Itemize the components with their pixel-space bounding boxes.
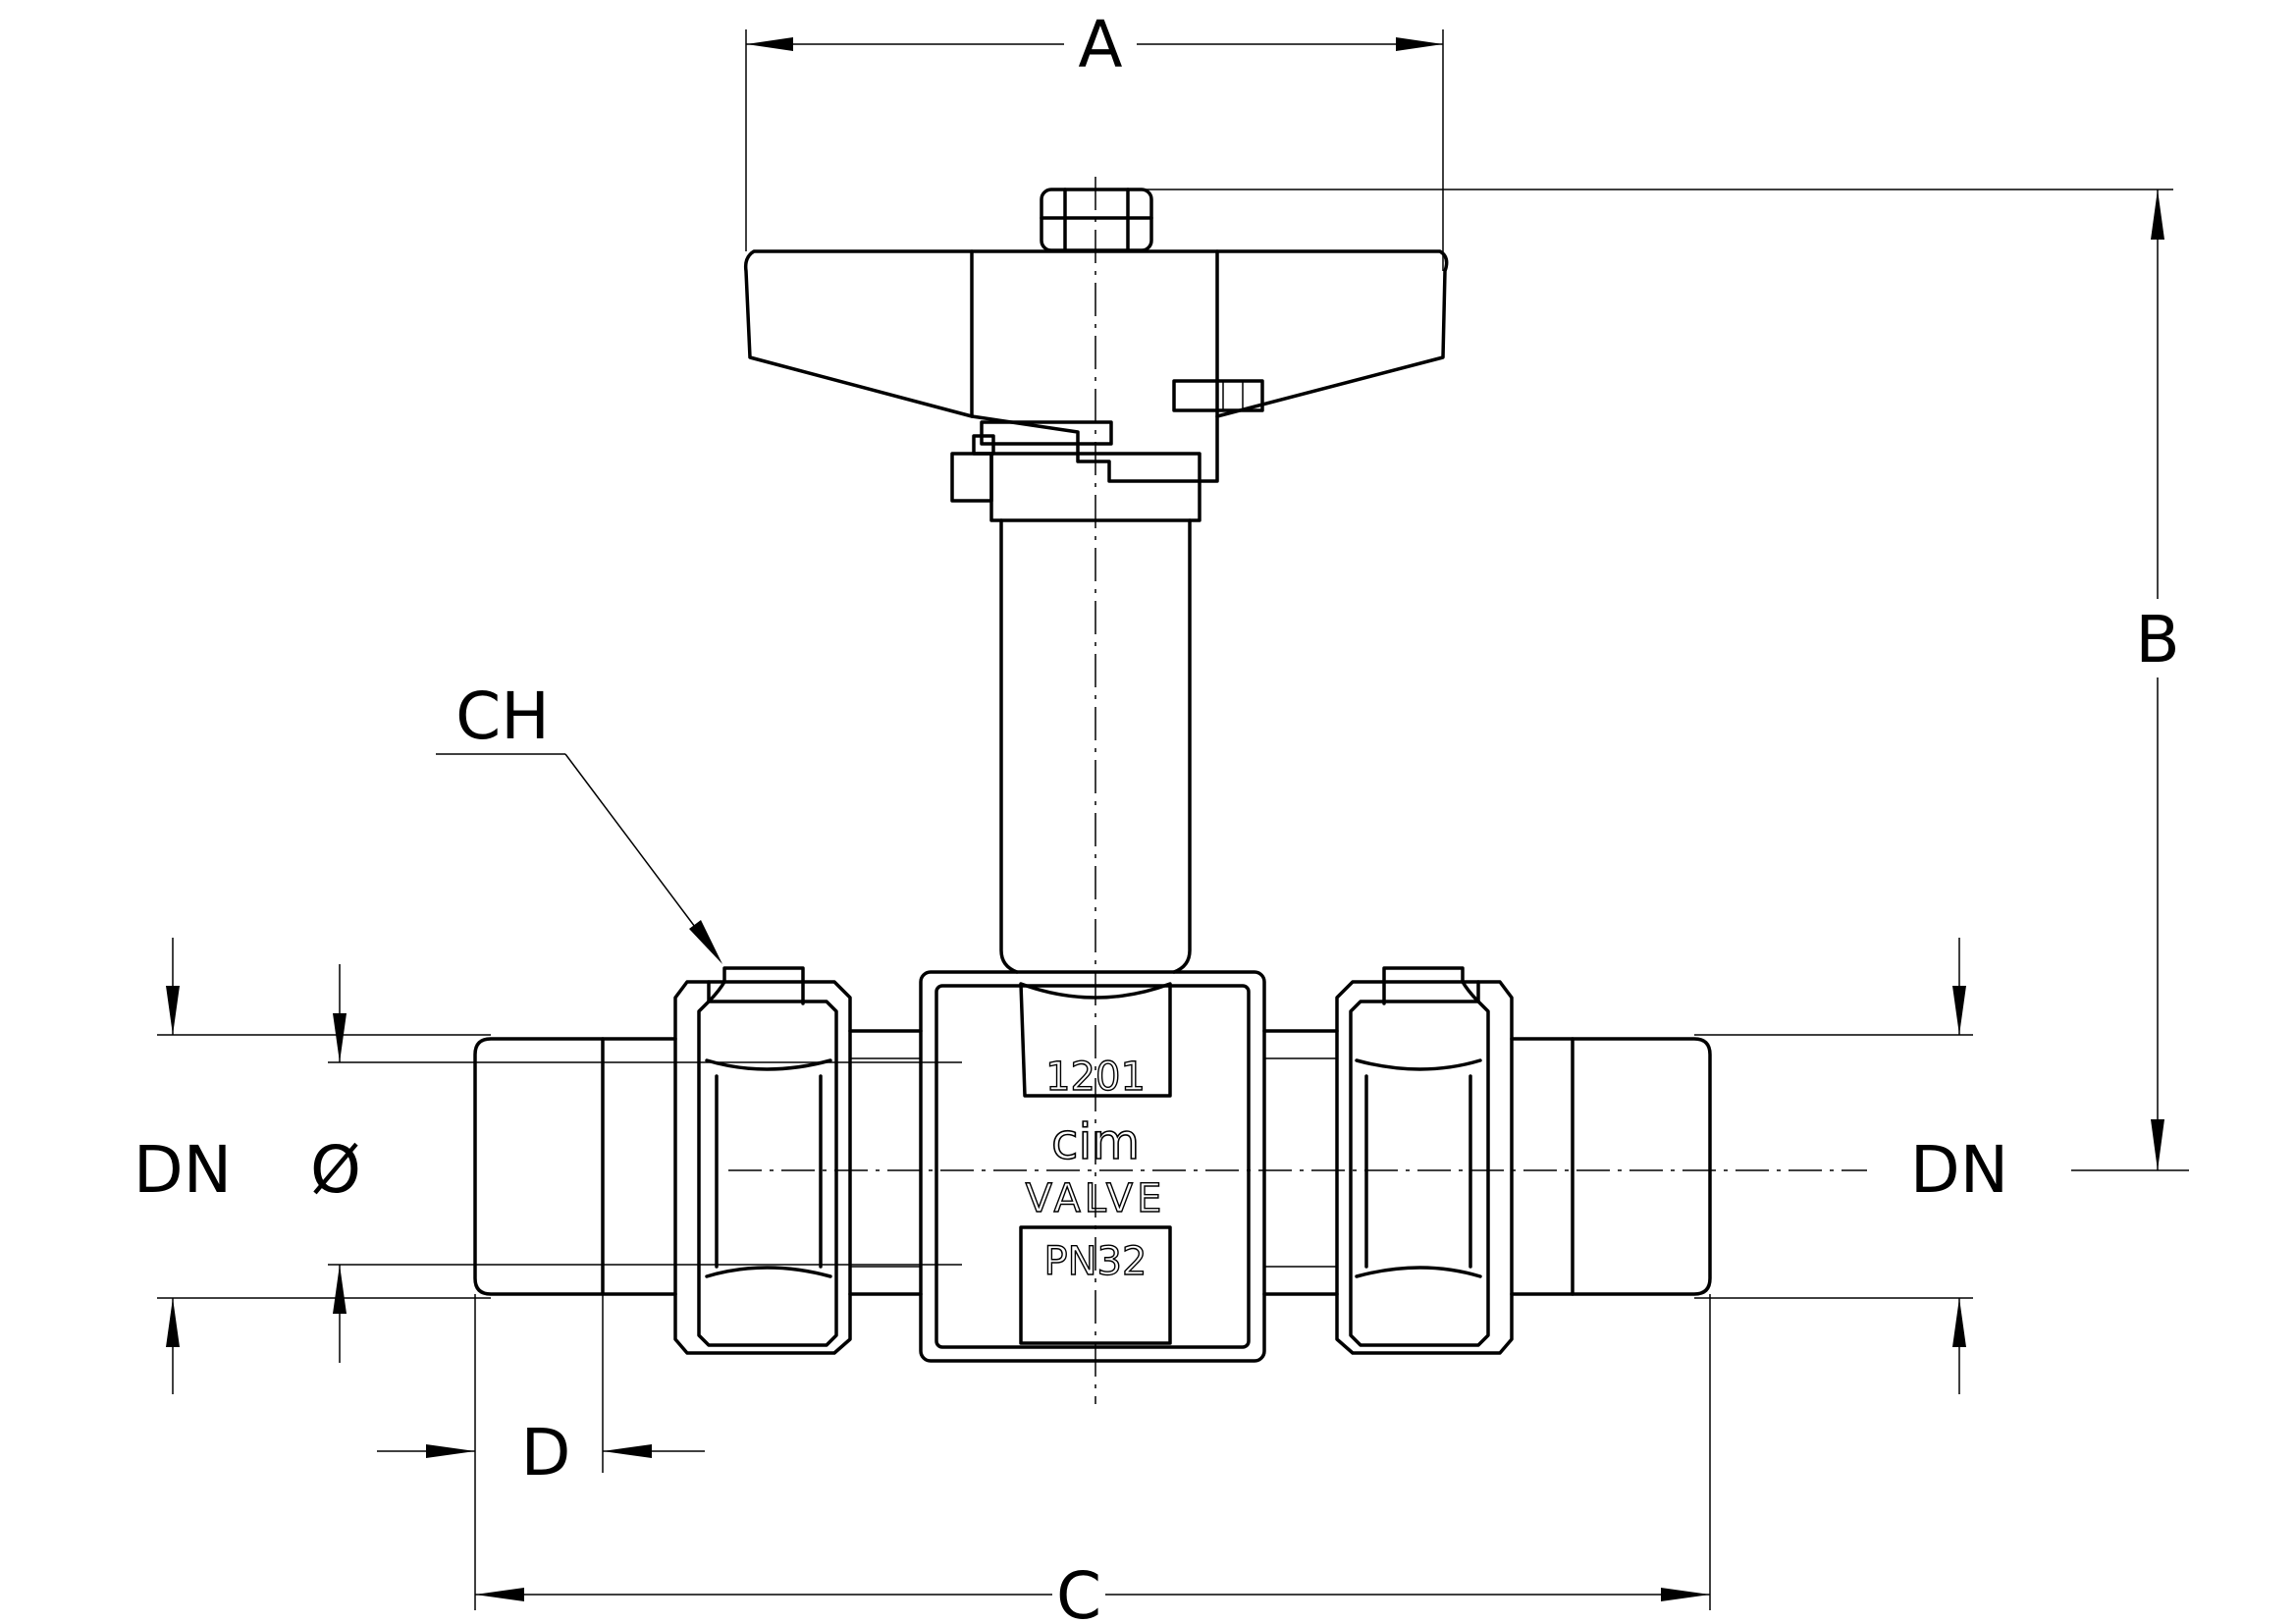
dim-label-dn-left: DN (133, 1132, 232, 1208)
threaded-ends (473, 1037, 1712, 1296)
marking-pressure: PN32 (1044, 1239, 1148, 1284)
marking-brand: cim (1051, 1113, 1140, 1170)
dim-label-a: A (1078, 7, 1122, 82)
right-union-nut (1335, 966, 1514, 1355)
marking-code: 1201 (1045, 1055, 1146, 1100)
t-handle (743, 188, 1449, 503)
dimension-labels: A B C CH D DN Ø DN (133, 7, 2180, 1624)
marking-word: VALVE (1026, 1176, 1166, 1221)
dimension-lines (157, 29, 2189, 1610)
dim-label-b: B (2135, 602, 2179, 677)
left-union-nut (673, 966, 852, 1355)
dim-label-c: C (1056, 1558, 1101, 1624)
valve-body (919, 970, 1266, 1363)
connecting-tubes (848, 1029, 1339, 1296)
body-markings: 1201 cim VALVE PN32 (1025, 1054, 1166, 1284)
dim-label-ch: CH (455, 678, 550, 754)
dim-label-diameter: Ø (310, 1132, 361, 1208)
dim-label-d: D (521, 1415, 571, 1490)
dim-label-dn-right: DN (1910, 1132, 2008, 1208)
center-lines (728, 177, 1867, 1404)
